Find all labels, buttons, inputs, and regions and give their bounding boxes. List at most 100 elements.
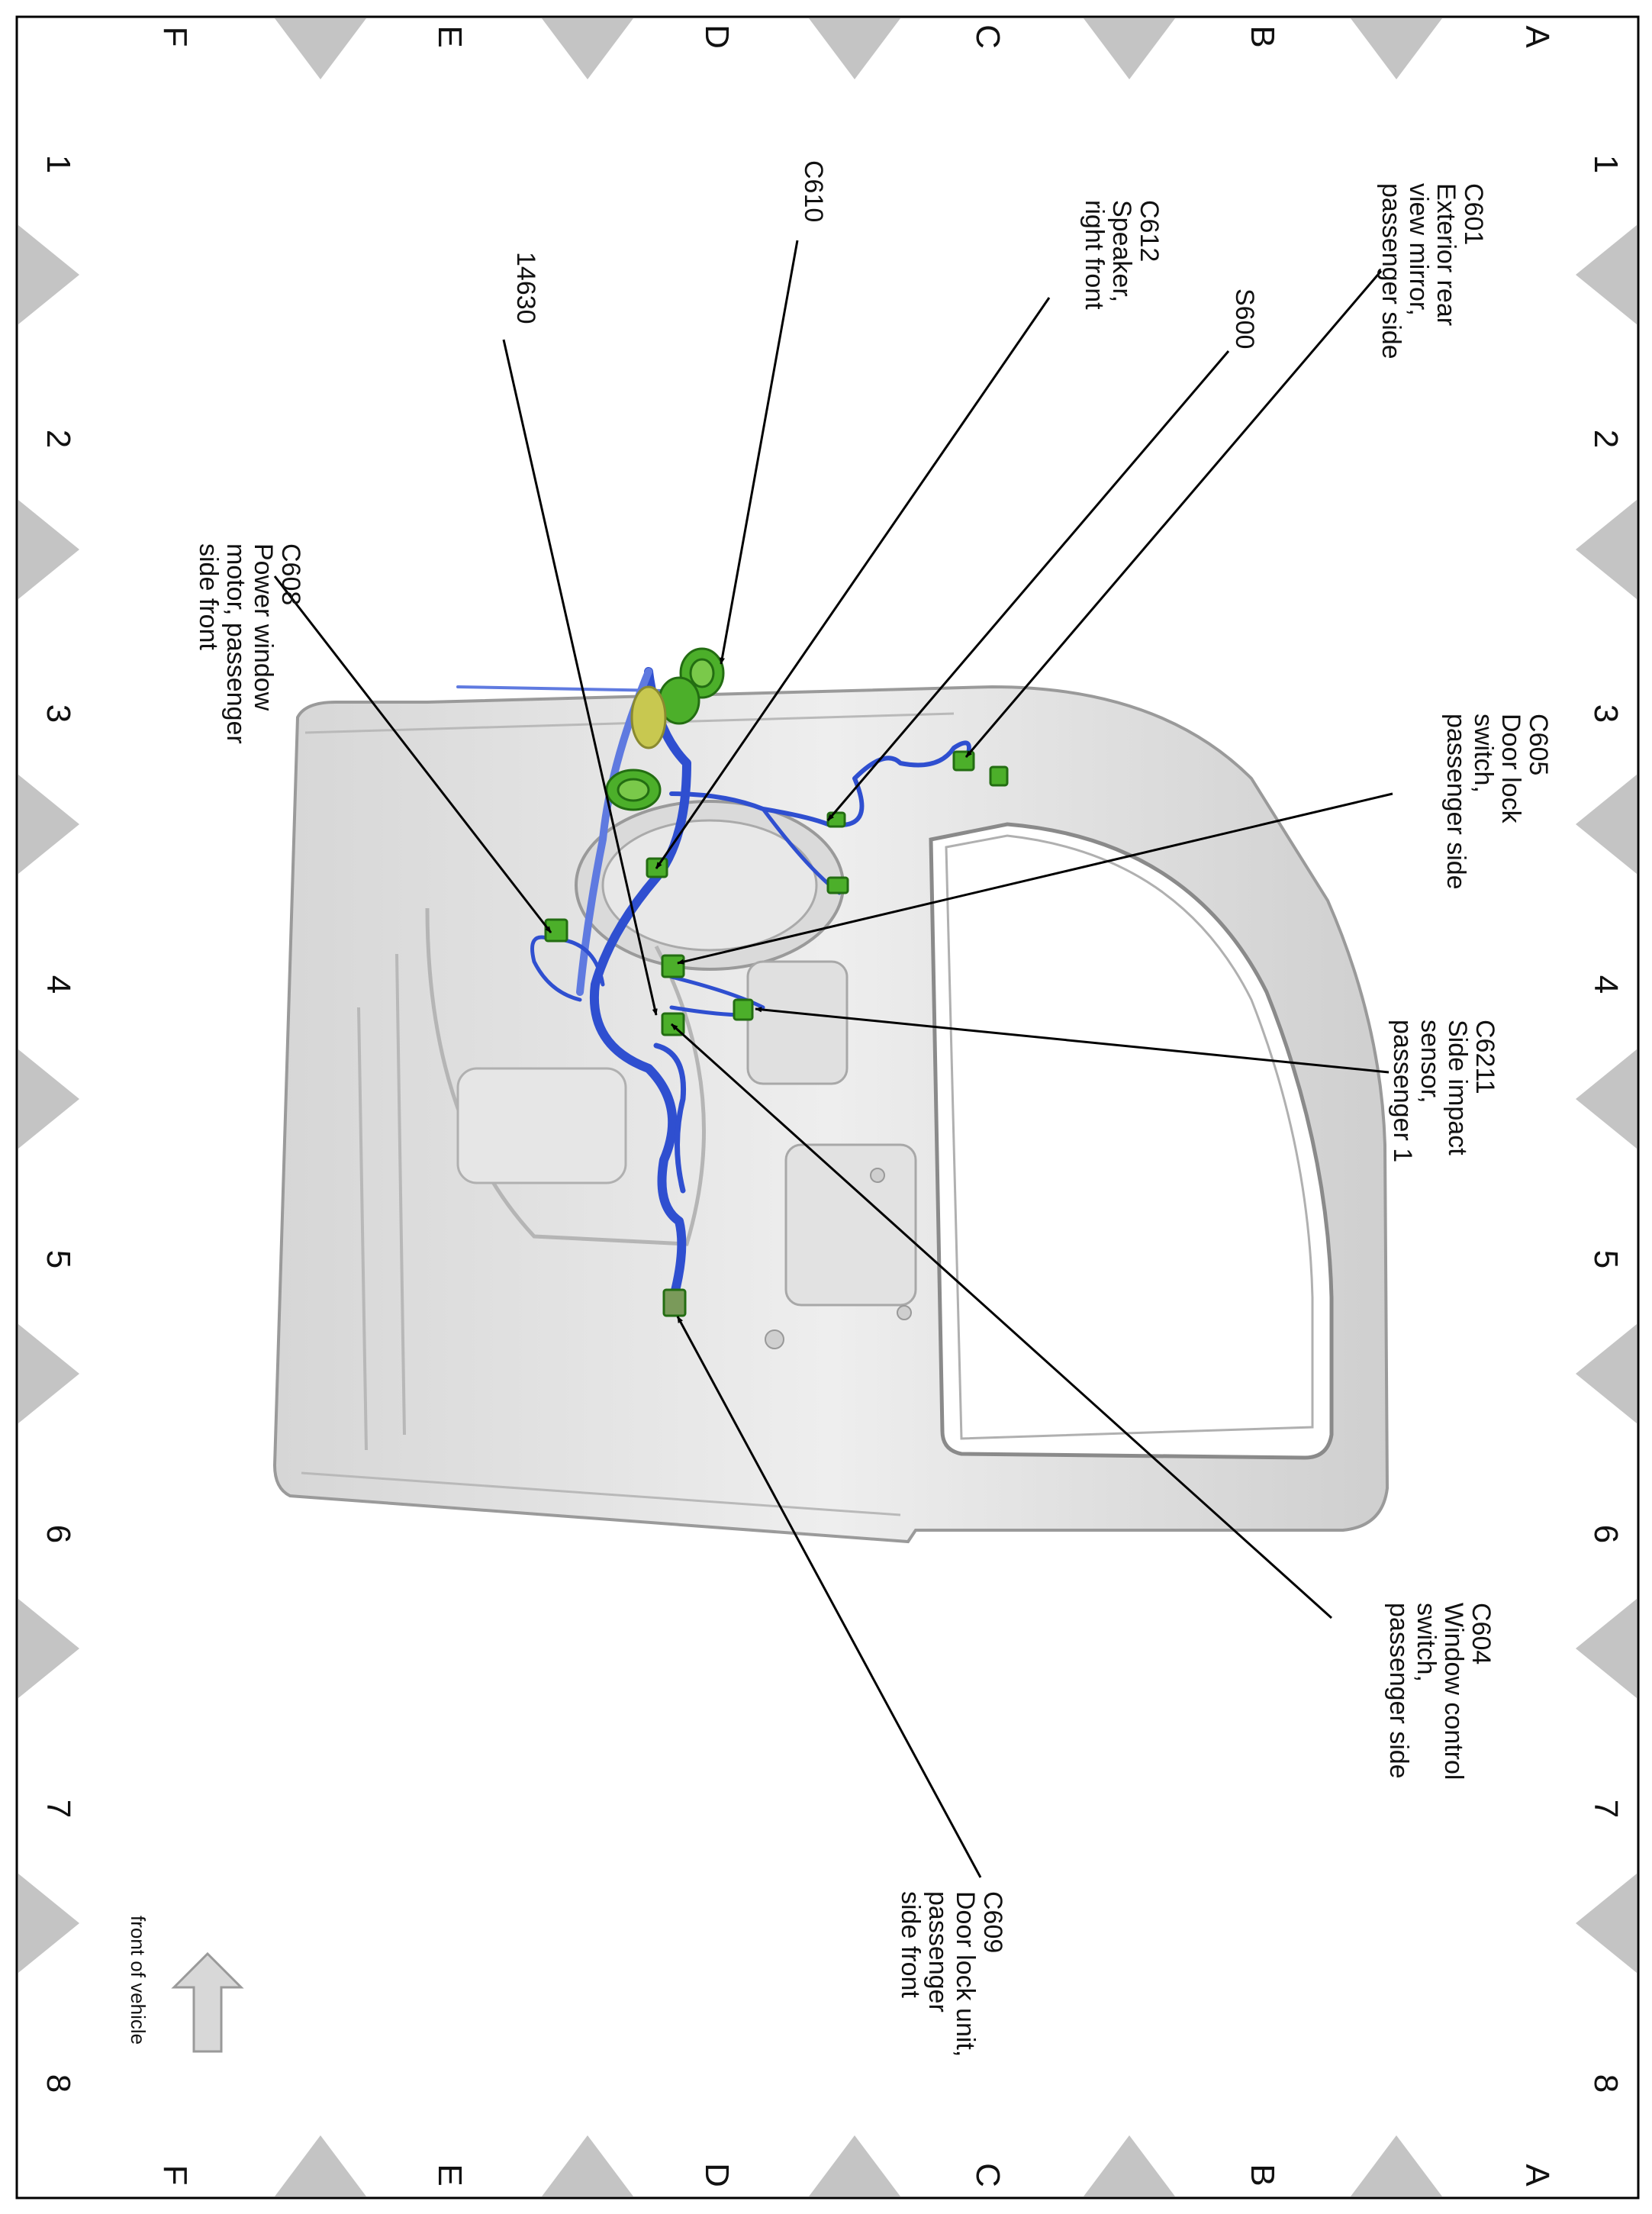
callout-h14630: 14630 — [511, 252, 540, 324]
c6211-line: C6211 — [1470, 1020, 1499, 1094]
ruler-triangle — [809, 18, 900, 79]
grid-number-8: 8 — [40, 2074, 77, 2093]
wiring-harness — [456, 667, 971, 1310]
door-panel-illustration — [272, 685, 1390, 1544]
c609-line: Door lock unit, — [951, 1891, 980, 2057]
c601-line: C601 — [1459, 183, 1488, 245]
grid-letter-d: D — [698, 2163, 736, 2187]
ruler-triangle — [18, 1599, 79, 1698]
grid-number-2: 2 — [1587, 430, 1625, 448]
s600-line: S600 — [1230, 288, 1259, 349]
grid-number-5: 5 — [40, 1250, 77, 1268]
callout-c609: C609Door lock unit,passengerside front — [896, 1891, 1007, 2057]
ruler-triangle — [18, 775, 79, 874]
callout-c608: C608Power windowmotor, passengerside fro… — [194, 543, 305, 744]
c609-line: side front — [896, 1891, 925, 1998]
ruler-triangle — [809, 2135, 900, 2196]
c604-line: C604 — [1467, 1603, 1496, 1665]
c612-line: Speaker, — [1107, 200, 1136, 302]
c605-line: switch, — [1469, 714, 1498, 793]
grid-letter-f: F — [156, 27, 194, 47]
c601-line: passenger side — [1377, 183, 1406, 359]
connectors — [544, 647, 1009, 1317]
grid-number-4: 4 — [1587, 975, 1625, 994]
c608-line: C608 — [276, 543, 305, 605]
grid-number-8: 8 — [1587, 2074, 1625, 2093]
c609-line: passenger — [923, 1891, 952, 2013]
ruler-triangle — [1576, 1599, 1637, 1698]
grid-number-3: 3 — [1587, 704, 1625, 723]
grid-number-3: 3 — [40, 704, 77, 723]
callout-c605: C605Door lockswitch,passenger side — [1441, 714, 1553, 890]
grid-number-6: 6 — [40, 1525, 77, 1543]
grid-number-7: 7 — [1587, 1800, 1625, 1818]
sheet-border — [15, 15, 1640, 2199]
grid-letter-a: A — [1518, 25, 1556, 48]
c608-line: motor, passenger — [221, 543, 250, 744]
c605-line: passenger side — [1441, 714, 1470, 890]
callout-c612: C612Speaker,right front — [1080, 200, 1164, 310]
grid-ruler-marks — [18, 18, 1637, 2196]
c601-line: Exterior rear — [1431, 183, 1460, 326]
ruler-triangle — [1351, 18, 1442, 79]
c604-line: switch, — [1412, 1603, 1441, 1682]
ruler-triangle — [18, 1874, 79, 1973]
ruler-triangle — [1351, 2135, 1442, 2196]
grid-number-1: 1 — [1587, 155, 1625, 173]
ruler-triangle — [18, 225, 79, 324]
grid-letter-e: E — [431, 25, 469, 47]
ruler-triangle — [1576, 500, 1637, 599]
ruler-triangle — [542, 18, 633, 79]
grid-number-2: 2 — [40, 430, 77, 448]
c6211-line: sensor, — [1415, 1020, 1444, 1104]
ruler-triangle — [1576, 1049, 1637, 1149]
grid-number-7: 7 — [40, 1800, 77, 1818]
ruler-triangle — [18, 1324, 79, 1423]
grid-letter-d: D — [698, 24, 736, 49]
callout-c6211: C6211Side impactsensor,passenger 1 — [1388, 1020, 1499, 1162]
callout-s600: S600 — [1230, 288, 1259, 349]
c608-line: side front — [194, 543, 223, 650]
c612-line: right front — [1080, 200, 1109, 310]
c6211-line: Side impact — [1443, 1020, 1472, 1155]
c604-line: Window control — [1439, 1603, 1468, 1780]
callout-labels: C601Exterior rearview mirror,passenger s… — [194, 160, 1553, 2057]
grid-letter-f: F — [156, 2165, 194, 2186]
h14630-line: 14630 — [511, 252, 540, 324]
c608-line: Power window — [249, 543, 278, 711]
callout-c610: C610 — [799, 160, 828, 222]
ruler-triangle — [1576, 1324, 1637, 1423]
ruler-triangle — [275, 18, 366, 79]
grid-letter-b: B — [1244, 25, 1281, 47]
c605-line: Door lock — [1496, 714, 1525, 824]
ruler-triangle — [1084, 18, 1175, 79]
c612-line: C612 — [1135, 200, 1164, 262]
ruler-triangle — [275, 2135, 366, 2196]
c604-line: passenger side — [1384, 1603, 1413, 1779]
grid-letter-c: C — [969, 2163, 1006, 2187]
ruler-triangle — [542, 2135, 633, 2196]
front-direction-arrow-icon — [171, 1951, 244, 2053]
grid-letter-b: B — [1244, 2164, 1281, 2186]
grid-number-1: 1 — [40, 155, 77, 173]
c609-line: C609 — [978, 1891, 1007, 1953]
grid-letter-c: C — [969, 24, 1006, 49]
ruler-triangle — [18, 500, 79, 599]
callout-leader-lines — [273, 240, 1393, 1878]
c601-line: view mirror, — [1404, 183, 1433, 316]
callout-c601: C601Exterior rearview mirror,passenger s… — [1377, 183, 1488, 359]
ruler-triangle — [1576, 1874, 1637, 1973]
grid-number-4: 4 — [40, 975, 77, 994]
ruler-triangle — [1576, 225, 1637, 324]
c605-line: C605 — [1524, 714, 1553, 775]
grid-letter-a: A — [1518, 2164, 1556, 2187]
grid-number-6: 6 — [1587, 1525, 1625, 1543]
grid-letter-e: E — [431, 2164, 469, 2186]
ruler-triangle — [18, 1049, 79, 1149]
ruler-triangle — [1084, 2135, 1175, 2196]
c6211-line: passenger 1 — [1388, 1020, 1417, 1162]
c610-line: C610 — [799, 160, 828, 222]
ruler-triangle — [1576, 775, 1637, 874]
